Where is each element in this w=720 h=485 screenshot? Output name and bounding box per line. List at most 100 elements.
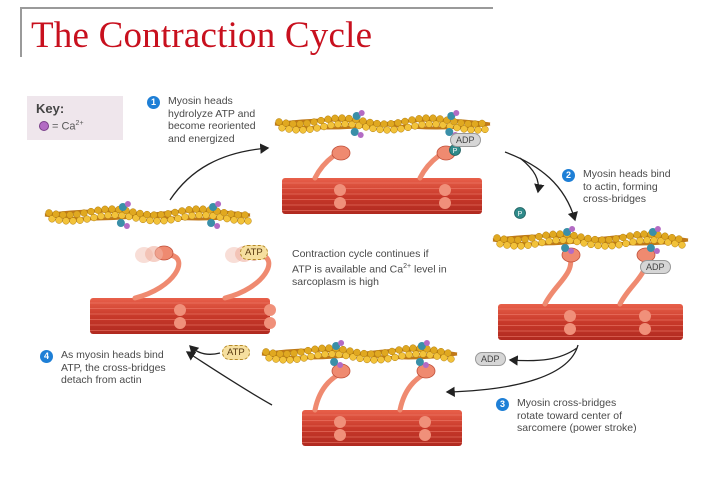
- troponin: [447, 112, 456, 120]
- actin-monomer: [125, 212, 133, 221]
- actin-monomer: [436, 115, 444, 123]
- actin-monomer: [668, 234, 676, 242]
- actin-monomer: [570, 231, 578, 240]
- cycle-arrow-2-to-3: [504, 151, 578, 222]
- calcium-ion: [654, 226, 661, 232]
- actin-monomer: [55, 216, 63, 224]
- actin-monomer: [408, 116, 416, 124]
- actin-monomer: [338, 114, 346, 122]
- actin-monomer: [538, 238, 546, 247]
- actin-monomer: [83, 215, 91, 223]
- actin-monomer: [384, 355, 392, 363]
- actin-monomer: [304, 346, 312, 355]
- actin-monomer: [521, 235, 529, 243]
- actin-monomer: [374, 350, 382, 358]
- actin-monomer: [405, 351, 413, 359]
- actin-monomer: [619, 233, 627, 242]
- z-disc-knob: [174, 317, 186, 329]
- actin-monomer: [185, 206, 193, 214]
- panel-step-1: [274, 110, 491, 214]
- actin-monomer: [87, 207, 95, 216]
- actin-monomer: [310, 118, 318, 126]
- actin-monomer: [327, 121, 335, 129]
- slide-title: The Contraction Cycle: [31, 15, 373, 56]
- actin-monomer: [493, 234, 501, 242]
- actin-monomer: [577, 233, 585, 241]
- actin-monomer: [303, 119, 311, 127]
- panel-step-3: [261, 340, 462, 446]
- actin-monomer: [143, 210, 151, 219]
- actin-monomer: [285, 125, 293, 133]
- actin-monomer: [464, 120, 472, 128]
- actin-monomer: [415, 115, 423, 123]
- actin-monomer: [535, 232, 543, 241]
- actin-monomer: [622, 239, 630, 248]
- actin-monomer: [387, 120, 395, 128]
- atp-label-left: ATP: [240, 245, 268, 260]
- myosin-head: [331, 145, 351, 161]
- cycle-arrow-1-to-2: [169, 143, 270, 201]
- calcium-ion: [214, 223, 221, 229]
- actin-monomer: [223, 215, 231, 223]
- actin-monomer: [640, 230, 648, 238]
- actin-monomer: [612, 235, 620, 243]
- actin-monomer: [199, 205, 207, 213]
- actin-monomer: [591, 235, 599, 244]
- actin-monomer: [279, 356, 287, 364]
- actin-monomer: [299, 126, 307, 134]
- actin-monomer: [671, 240, 679, 248]
- atp-binding-arrow: [189, 345, 221, 356]
- actin-monomer: [94, 206, 102, 214]
- actin-monomer: [542, 231, 550, 239]
- actin-monomer: [178, 207, 186, 215]
- actin-monomer: [650, 236, 658, 244]
- actin-monomer: [97, 212, 105, 220]
- calcium-ion: [124, 201, 131, 207]
- z-disc-knob: [419, 416, 431, 428]
- actin-monomer: [412, 350, 420, 358]
- actin-monomer: [45, 209, 53, 217]
- step-4-line: ATP, the cross-bridges: [61, 361, 166, 374]
- step-3-line: sarcomere (power stroke): [517, 422, 637, 434]
- slide-frame-top: [20, 7, 493, 9]
- phosphate-label: P: [453, 148, 458, 155]
- actin-monomer: [150, 211, 158, 219]
- actin-monomer: [426, 351, 434, 359]
- actin-monomer: [230, 216, 238, 224]
- actin-monomer: [136, 209, 144, 218]
- actin-monomer: [48, 215, 56, 223]
- note-line: ATP is available and Ca2+ level in: [292, 262, 447, 276]
- actin-monomer: [356, 354, 364, 363]
- actin-monomer: [300, 354, 308, 362]
- calcium-ion: [423, 340, 430, 346]
- step-2-line: to actin, forming: [583, 180, 658, 193]
- actin-monomer: [317, 116, 325, 125]
- actin-monomer: [339, 345, 347, 354]
- actin-monomer: [425, 120, 433, 128]
- actin-monomer: [447, 355, 455, 363]
- actin-monomer: [552, 236, 560, 244]
- actin-monomer: [160, 217, 168, 225]
- step-4-badge: 4: [40, 350, 53, 363]
- actin-monomer: [359, 117, 367, 125]
- actin-monomer: [286, 356, 294, 364]
- actin-monomer: [282, 119, 290, 127]
- actin-monomer: [129, 208, 137, 216]
- cycle-condition-note: Contraction cycle continues if ATP is av…: [292, 248, 447, 288]
- step-2-badge: 2: [562, 169, 575, 182]
- slide-frame-left: [20, 7, 22, 57]
- troponin: [116, 219, 125, 227]
- actin-monomer: [348, 120, 356, 129]
- z-disc-knob: [334, 184, 346, 196]
- actin-monomer: [227, 210, 235, 218]
- actin-monomer: [320, 122, 328, 131]
- actin-monomer: [353, 348, 361, 357]
- troponin: [563, 228, 572, 236]
- calcium-ion: [337, 362, 344, 368]
- actin-monomer: [390, 126, 398, 134]
- actin-monomer: [661, 232, 669, 240]
- actin-monomer: [507, 236, 515, 244]
- calcium-ion: [569, 226, 576, 232]
- actin-monomer: [422, 114, 430, 122]
